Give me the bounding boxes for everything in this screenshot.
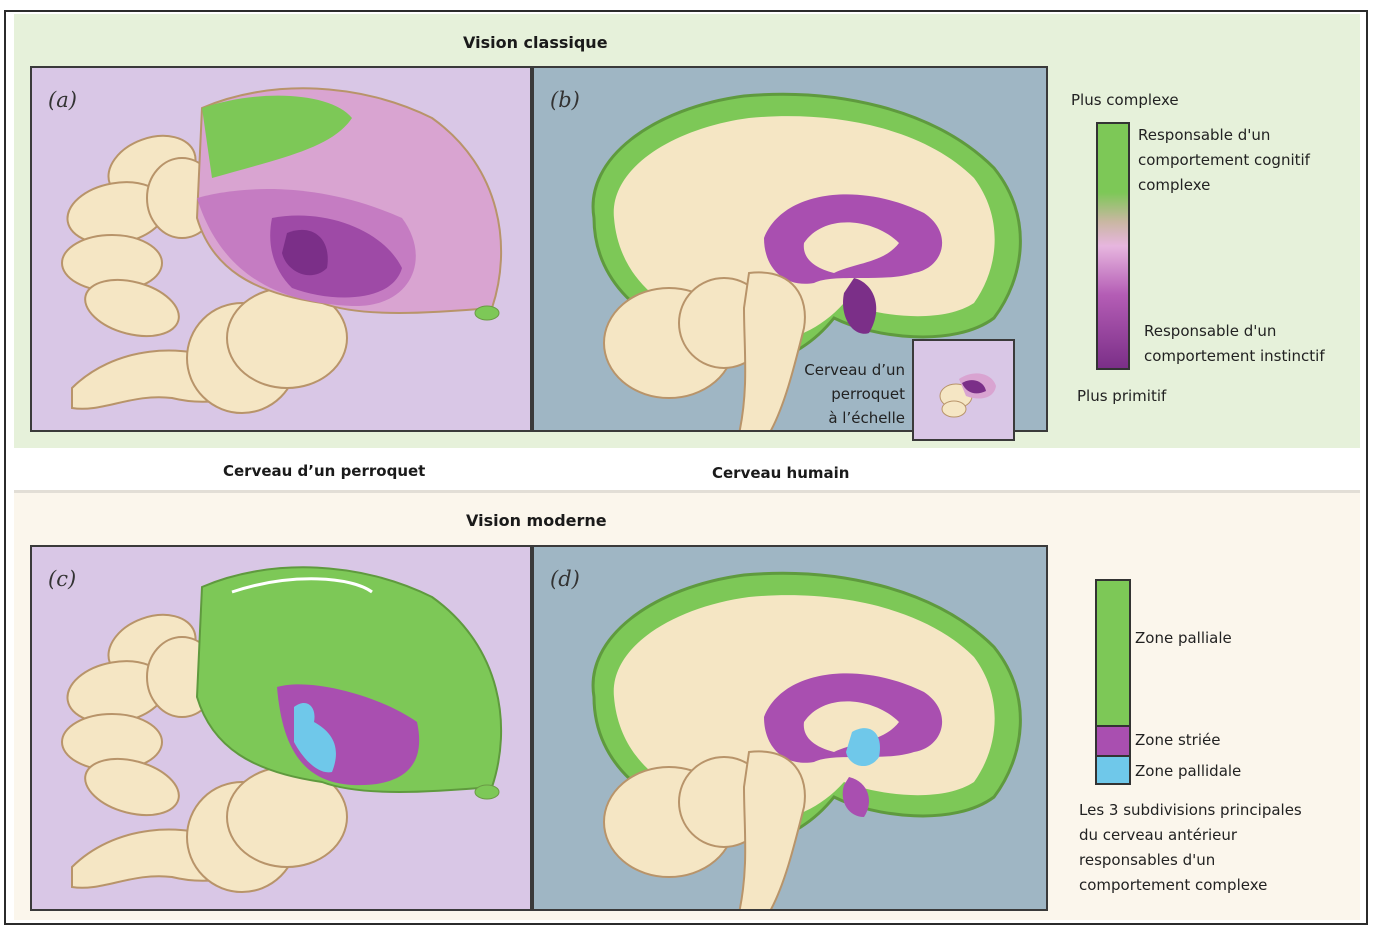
legend-swatch-pallial	[1095, 579, 1131, 727]
parrot-brain-modern-illustration	[32, 547, 532, 911]
inset-caption: Cerveau d’un perroquet à l’échelle	[790, 358, 905, 430]
legend-top-label: Plus complexe	[1071, 88, 1179, 113]
legend-upper-line-1: Responsable d'un	[1138, 123, 1310, 148]
complexity-gradient-bar	[1096, 122, 1130, 370]
parrot-brain-classic-illustration	[32, 68, 532, 432]
legend-label-pallial: Zone palliale	[1135, 626, 1232, 651]
panel-d-human-brain-modern: (d)	[532, 545, 1048, 911]
panel-d-label: (d)	[550, 567, 580, 591]
small-parrot-brain-icon	[914, 341, 1013, 439]
modern-view-title: Vision moderne	[466, 511, 607, 530]
legend-description-line-1: Les 3 subdivisions principales	[1079, 798, 1302, 823]
cerebellum-brainstem-modern	[604, 751, 805, 911]
legend-description: Les 3 subdivisions principales du cervea…	[1079, 798, 1302, 898]
inset-caption-line-2: perroquet	[790, 382, 905, 406]
legend-label-pallidal: Zone pallidale	[1135, 759, 1241, 784]
panel-a-parrot-brain-classic: (a)	[30, 66, 532, 432]
legend-description-line-3: responsables d'un	[1079, 848, 1302, 873]
legend-description-line-2: du cerveau antérieur	[1079, 823, 1302, 848]
legend-swatch-striatal	[1095, 725, 1131, 757]
legend-upper-line-3: complexe	[1138, 173, 1310, 198]
panel-c-label: (c)	[48, 567, 76, 591]
caption-human-brain: Cerveau humain	[712, 464, 849, 482]
legend-lower-text: Responsable d'un comportement instinctif	[1144, 319, 1325, 369]
panel-c-parrot-brain-modern: (c)	[30, 545, 532, 911]
legend-label-striatal: Zone striée	[1135, 728, 1220, 753]
panel-b-label: (b)	[550, 88, 580, 112]
legend-lower-line-2: comportement instinctif	[1144, 344, 1325, 369]
caption-parrot-brain: Cerveau d’un perroquet	[223, 462, 425, 480]
human-brain-modern-illustration	[534, 547, 1048, 911]
scale-inset	[912, 339, 1015, 441]
legend-description-line-4: comportement complexe	[1079, 873, 1302, 898]
legend-lower-line-1: Responsable d'un	[1144, 319, 1325, 344]
legend-upper-line-2: comportement cognitif	[1138, 148, 1310, 173]
inset-caption-line-1: Cerveau d’un	[790, 358, 905, 382]
legend-bottom-label: Plus primitif	[1077, 384, 1166, 409]
legend-upper-text: Responsable d'un comportement cognitif c…	[1138, 123, 1310, 198]
classic-view-title: Vision classique	[463, 33, 608, 52]
inset-caption-line-3: à l’échelle	[790, 406, 905, 430]
legend-swatch-pallidal	[1095, 755, 1131, 785]
panel-a-label: (a)	[48, 88, 77, 112]
cerebellum-brainstem	[604, 272, 805, 432]
